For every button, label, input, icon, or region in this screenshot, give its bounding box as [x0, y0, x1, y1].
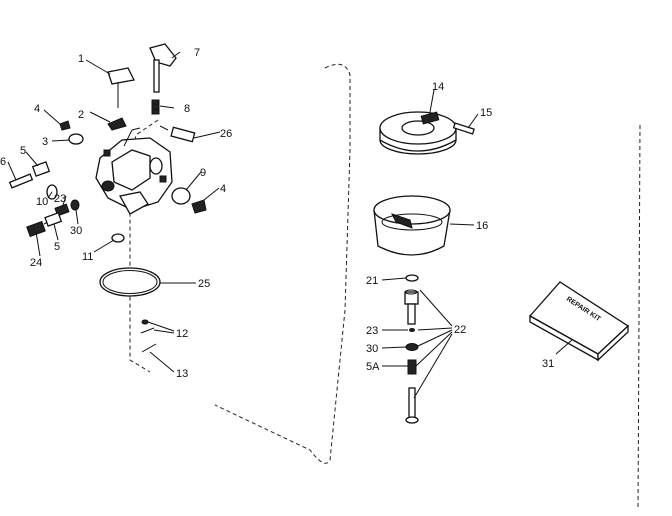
part-5-upper — [31, 161, 51, 177]
label-30-left: 30 — [70, 225, 82, 237]
label-12: 12 — [176, 328, 188, 340]
label-8: 8 — [184, 103, 190, 115]
label-23-right: 23 — [366, 325, 378, 337]
label-21: 21 — [366, 275, 378, 287]
right-edge-dashed — [637, 124, 641, 511]
label-23-left: 23 — [54, 193, 66, 205]
label-10: 10 — [36, 196, 48, 208]
part-4-right — [191, 199, 207, 214]
part-9-disk — [171, 187, 191, 205]
part-6-shaft — [8, 173, 34, 189]
part-11-ring — [111, 233, 125, 243]
part-12-small — [141, 319, 149, 325]
part-1-plate — [107, 67, 135, 108]
part-5-lower — [44, 212, 63, 227]
label-26: 26 — [220, 128, 232, 140]
label-14: 14 — [432, 81, 444, 93]
part-13-pin — [141, 343, 157, 353]
label-13: 13 — [176, 368, 188, 380]
part-2-clip — [107, 117, 127, 131]
label-4-top: 4 — [34, 103, 40, 115]
part-4-top — [59, 120, 71, 131]
part-8-spring — [151, 99, 160, 115]
label-16: 16 — [476, 220, 488, 232]
label-9: 9 — [200, 167, 206, 179]
part-25-gasket — [99, 267, 161, 297]
leader-lines — [7, 51, 573, 399]
part-30-left — [70, 199, 80, 211]
label-22: 22 — [454, 324, 466, 336]
center-dashed-outline — [214, 63, 351, 464]
label-30-right: 30 — [366, 343, 378, 355]
part-26-needle — [159, 125, 196, 143]
part-3-disk — [68, 133, 84, 145]
part-22-stack — [404, 289, 419, 424]
part-31-repair-kit: REPAIR KIT — [528, 281, 630, 362]
part-labels: 1 7 8 4 2 3 26 5 6 9 4 10 23 30 5 24 11 … — [0, 47, 554, 380]
label-6: 6 — [0, 156, 6, 168]
label-11: 11 — [82, 251, 93, 263]
label-5-upper: 5 — [20, 145, 26, 157]
label-2: 2 — [78, 109, 84, 121]
carburetor-body — [95, 127, 173, 215]
part-15-pin — [452, 122, 475, 135]
label-5a: 5A — [366, 361, 380, 373]
label-15: 15 — [480, 107, 492, 119]
label-31: 31 — [542, 358, 554, 370]
label-7: 7 — [194, 47, 200, 59]
label-1: 1 — [78, 53, 84, 65]
label-5-lower: 5 — [54, 241, 60, 253]
label-25: 25 — [198, 278, 210, 290]
part-21-washer — [405, 274, 419, 282]
part-14-cap — [379, 111, 457, 155]
label-24: 24 — [30, 257, 42, 269]
part-7-lever — [149, 43, 177, 93]
label-3: 3 — [42, 136, 48, 148]
part-16-bowl — [373, 195, 451, 256]
part-12-pin — [140, 327, 155, 334]
label-4-right: 4 — [220, 183, 226, 195]
